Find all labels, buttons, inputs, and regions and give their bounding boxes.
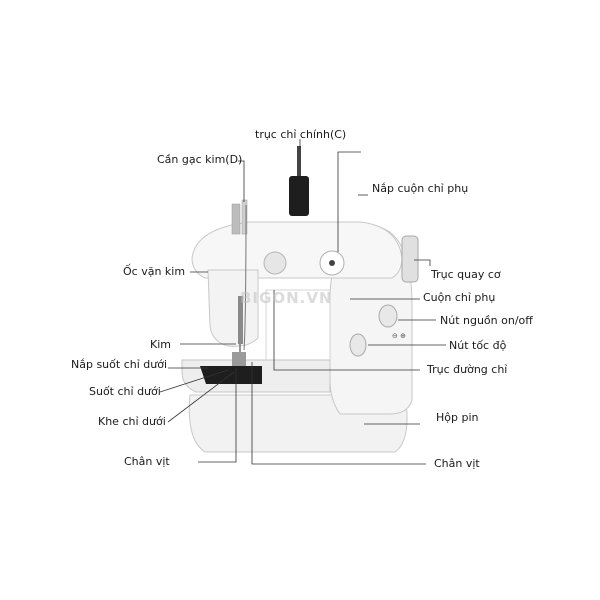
thread-lever-2 — [241, 199, 248, 235]
label-speed-button: Nút tốc độ — [449, 339, 507, 352]
label-bobbin-cover: Nắp suốt chỉ dưới — [71, 358, 168, 371]
presser-foot — [232, 352, 246, 366]
label-needle: Kim — [150, 338, 171, 351]
label-screw-knob: Ốc vặn kim — [123, 265, 186, 278]
label-presser-foot-right: Chân vịt — [434, 457, 480, 470]
bobbin-plate — [200, 366, 262, 384]
leader-thread-axis — [273, 290, 420, 371]
leader-aux-spool-cap — [337, 151, 361, 252]
thread-spool — [289, 176, 309, 216]
thread-line — [243, 204, 247, 351]
thread-lever — [231, 203, 241, 235]
watermark: BIGON.VN — [240, 289, 333, 307]
machine-head — [207, 269, 259, 347]
speed-button-knob — [349, 333, 367, 357]
needle-bar — [238, 296, 243, 344]
leader-presser-foot-left — [198, 368, 237, 463]
label-thread-lever: Cần gạc kim(D) — [157, 153, 243, 166]
label-battery-box: Hộp pin — [436, 411, 479, 424]
screw-knob-dial — [263, 251, 287, 275]
label-lower-bobbin: Suốt chỉ dưới — [89, 385, 161, 398]
leader-lower-thread-slot — [167, 371, 235, 423]
spool-pin — [297, 146, 301, 180]
leader-thread-lever — [238, 160, 245, 202]
side-marks: ⊖ ⊕ — [392, 332, 406, 340]
label-hand-wheel: Trục quay cơ — [431, 268, 501, 281]
label-aux-spool-cap: Nắp cuộn chỉ phụ — [372, 182, 469, 195]
label-thread-axis: Trục đường chỉ — [427, 363, 508, 376]
aux-spool-dial-center — [329, 260, 335, 266]
arm-opening — [265, 289, 331, 361]
label-presser-foot-left: Chân vịt — [124, 455, 170, 468]
leader-lower-bobbin — [159, 369, 229, 393]
label-power-button: Nút nguồn on/off — [440, 314, 533, 327]
label-main-spindle: trục chỉ chính(C) — [255, 128, 347, 141]
leader-presser-foot-right — [251, 362, 426, 465]
label-aux-bobbin: Cuộn chỉ phụ — [423, 291, 496, 304]
hand-wheel — [401, 235, 419, 283]
leader-hand-wheel — [414, 259, 431, 266]
power-button-knob — [378, 304, 398, 328]
label-lower-thread-slot: Khe chỉ dưới — [98, 415, 166, 428]
